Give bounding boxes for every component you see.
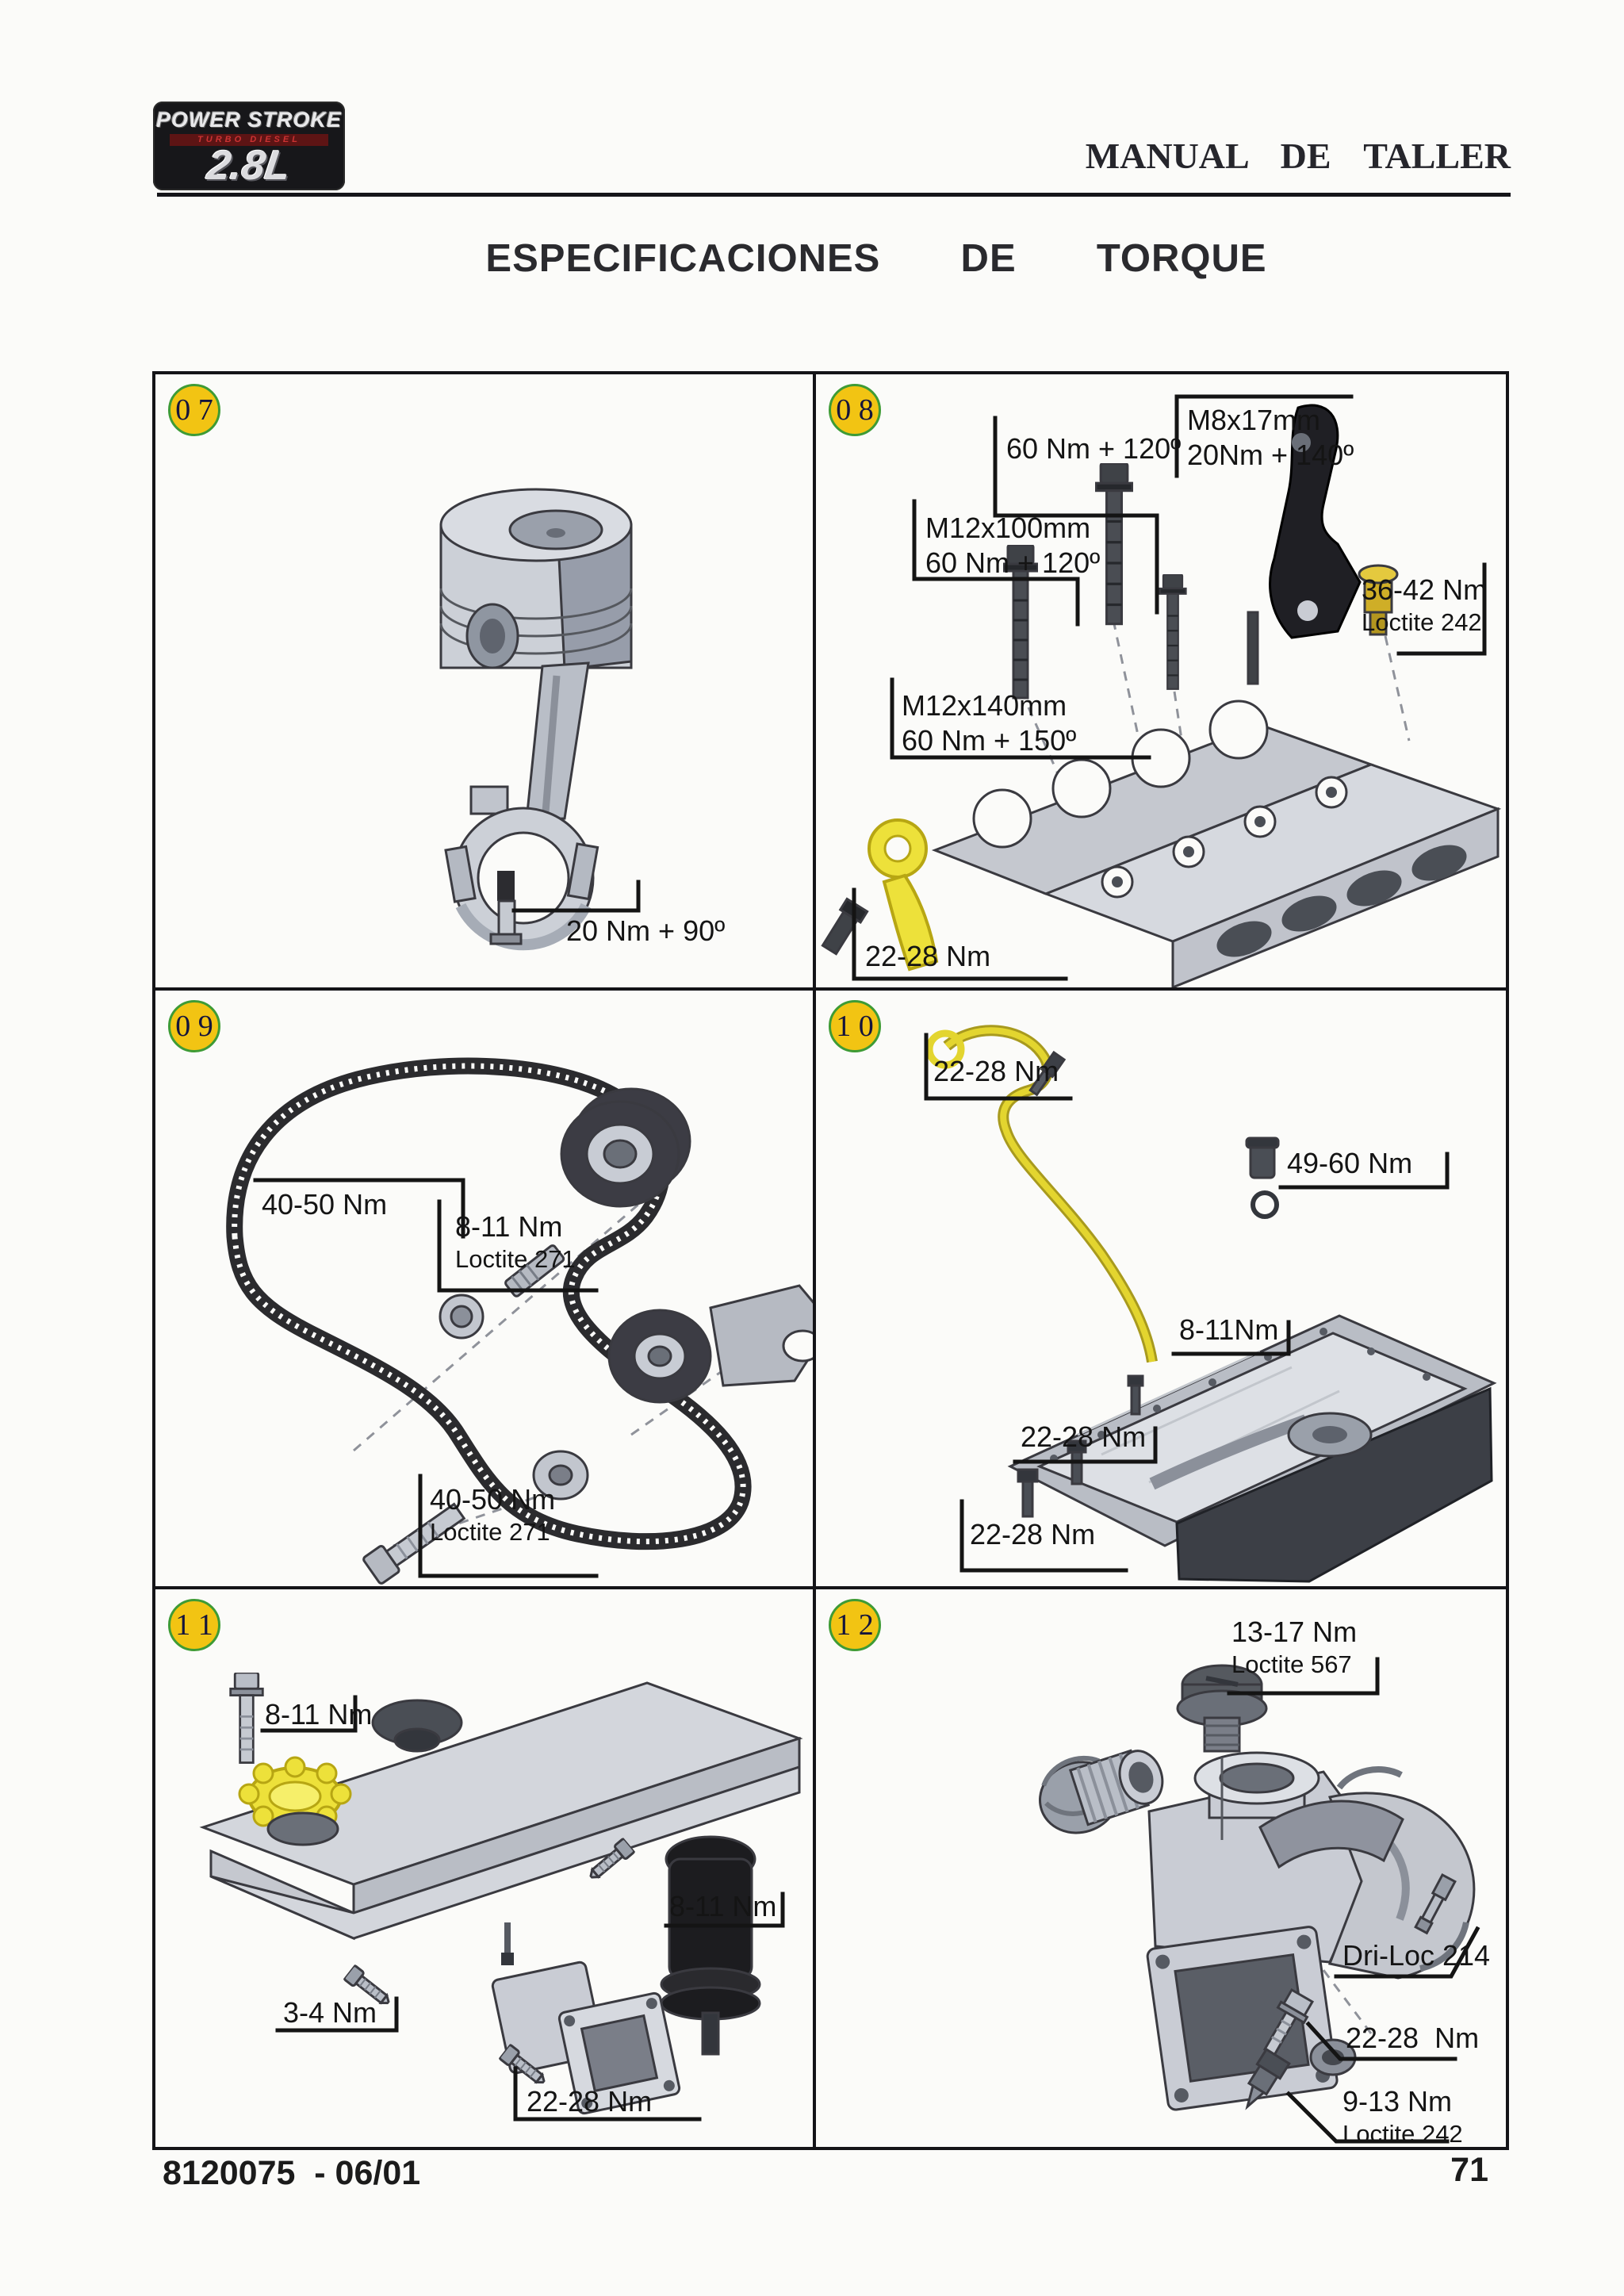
logo-turbo-diesel-band: TURBO DIESEL <box>170 133 328 146</box>
breather-tube <box>660 1835 761 2056</box>
panel-number-badge: 0 7 <box>168 384 220 436</box>
torque-label: 22-28 Nm <box>865 940 991 972</box>
powerstroke-logo: POWER STROKE TURBO DIESEL 2.8L <box>153 102 345 190</box>
torque-label: 20 Nm + 90º <box>566 914 726 947</box>
grid-vertical-divider <box>813 374 816 2147</box>
torque-label: 8-11 Nm <box>669 1890 777 1922</box>
panel-10-oil-pan: 1 0 22-28 Nm 49-60 Nm 8-11Nm 22-28 Nm 22… <box>816 991 1509 1586</box>
oil-pan-diagram <box>924 1025 1497 1583</box>
header-rule <box>157 193 1511 197</box>
page-title: ESPECIFICACIONES DE TORQUE <box>485 237 1267 280</box>
logo-displacement-text: 2.8L <box>204 142 294 189</box>
panel-number-badge: 0 8 <box>829 384 881 436</box>
torque-label: 60 Nm + 120º <box>1006 432 1182 465</box>
hose-fitting <box>1038 1749 1164 1834</box>
grid-horizontal-divider-2 <box>155 1586 1506 1589</box>
panel-11-valve-cover: 1 1 8-11 Nm 8-11 Nm 3-4 Nm 22-28 Nm <box>155 1589 813 2147</box>
torque-label: 8-11 Nm <box>265 1698 373 1731</box>
torque-label: Dri-Loc 214 <box>1342 1939 1491 1972</box>
panel-number-badge: 1 2 <box>829 1599 881 1651</box>
panel-07-piston: 0 7 20 Nm + 90º <box>155 374 813 987</box>
cylinder-head-diagram <box>821 394 1502 987</box>
pipe-plug <box>1176 1664 1268 1753</box>
valve-cover-diagram <box>199 1673 803 2122</box>
diagram-grid-border <box>152 371 1509 2150</box>
torque-label: 8-11Nm <box>1179 1313 1279 1346</box>
torque-label: 22-28 Nm <box>1021 1420 1147 1453</box>
torque-label: 22-28 Nm <box>933 1055 1059 1087</box>
grid-horizontal-divider-1 <box>155 987 1506 991</box>
torque-label: 22-28 Nm <box>1346 2022 1480 2054</box>
logo-brand-text: POWER STROKE <box>155 107 342 132</box>
document-number: 8120075 - 06/01 <box>163 2154 421 2192</box>
panel-number-badge: 1 0 <box>829 1000 881 1052</box>
page-number: 71 <box>1450 2151 1488 2189</box>
yellow-lifting-hook <box>821 818 939 972</box>
torque-label: 3-4 Nm <box>283 1996 377 2029</box>
yellow-oil-cap <box>238 1756 352 1846</box>
torque-label: 40-50 Nm <box>262 1188 388 1221</box>
piston-connecting-rod-diagram <box>439 488 641 951</box>
torque-label: 22-28 Nm <box>527 2085 653 2118</box>
manual-title: MANUAL DE TALLER <box>1085 136 1511 176</box>
thermostat-housing-diagram <box>1038 1657 1480 2144</box>
torque-label: 49-60 Nm <box>1287 1147 1413 1179</box>
gold-plug <box>1358 564 1399 636</box>
timing-belt-diagram <box>226 1057 813 1585</box>
panel-number-badge: 1 1 <box>168 1599 220 1651</box>
panel-number-badge: 0 9 <box>168 1000 220 1052</box>
torque-label: 22-28 Nm <box>970 1518 1096 1550</box>
